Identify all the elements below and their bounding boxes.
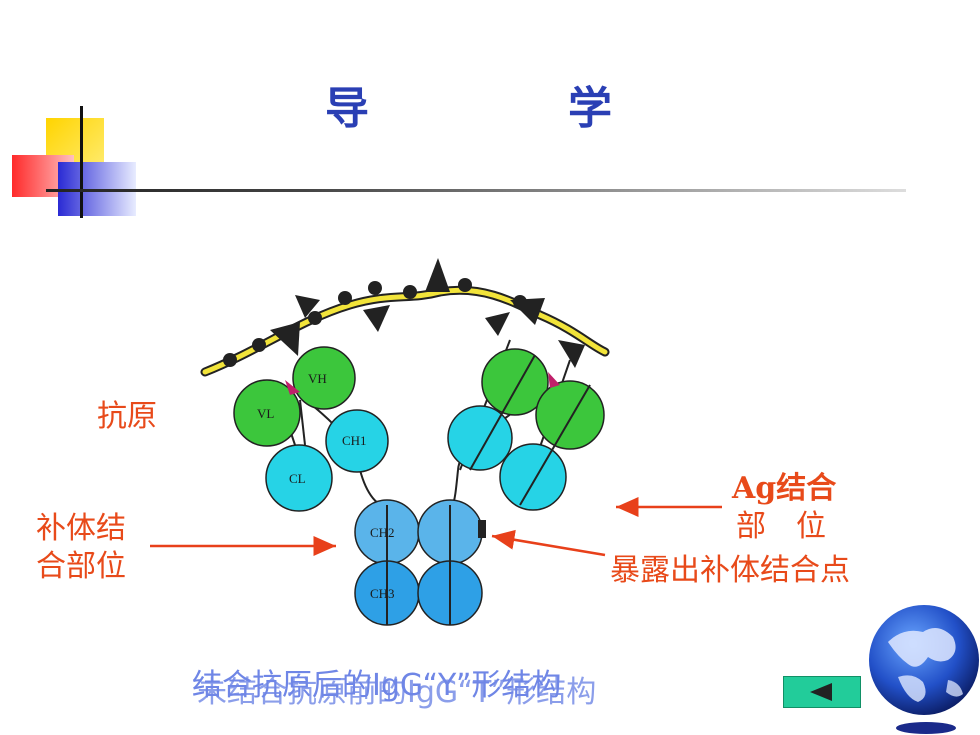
cl-domain-right xyxy=(499,443,567,511)
cl-label: CL xyxy=(289,471,306,486)
ch1-label: CH1 xyxy=(342,433,367,448)
label-complement-site-line1: 补体结 xyxy=(36,511,126,546)
decor-vertical-line xyxy=(80,106,83,218)
label-exposed-complement: 暴露出补体结合点 xyxy=(610,553,850,588)
slide-title-part2: 学 xyxy=(568,83,614,134)
vh-domain-left xyxy=(292,346,356,410)
label-complement-site-line2: 合部位 xyxy=(36,549,126,584)
ch1-domain-right xyxy=(447,405,513,471)
caption-t-structure: 未结合抗原前的IgG“T”形结构 xyxy=(197,675,597,710)
binding-site-left xyxy=(285,380,300,395)
cl-domain-left xyxy=(265,444,333,512)
label-ag-binding-line1: Ag结合 xyxy=(732,471,837,506)
vl-label: VL xyxy=(257,406,274,421)
vh-label: VH xyxy=(308,371,327,386)
antigen-strand xyxy=(200,258,610,377)
vl-domain-left xyxy=(233,379,301,447)
ch3-label: CH3 xyxy=(370,586,395,601)
label-ag-binding-line2: 部 位 xyxy=(736,509,826,544)
vh-domain-right xyxy=(481,348,549,416)
complement-site-marker xyxy=(478,520,486,538)
decor-horizontal-rule xyxy=(46,189,906,192)
caption-y-structure: 结合抗原后的IgG“Y”形结构 xyxy=(192,668,562,703)
label-antigen: 抗原 xyxy=(97,399,157,434)
binding-site-right xyxy=(548,372,560,388)
globe-icon xyxy=(869,605,979,734)
arrow-exposed-complement xyxy=(491,529,606,557)
ch2-label: CH2 xyxy=(370,525,395,540)
left-triangle-icon xyxy=(810,683,832,701)
ch1-domain-left xyxy=(325,409,389,473)
slide-title-part1: 导 xyxy=(325,83,371,134)
back-button[interactable] xyxy=(783,676,861,708)
vl-domain-right xyxy=(535,380,605,450)
